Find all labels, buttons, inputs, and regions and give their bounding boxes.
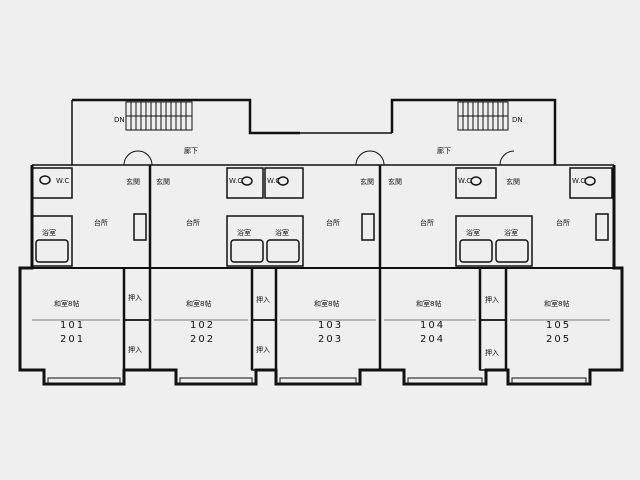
closet-label-4: 押入 <box>256 345 270 354</box>
corridor-label-right: 廊下 <box>437 146 451 155</box>
bottom-windows <box>47 377 587 384</box>
kitchen-label-4: 台所 <box>420 218 434 227</box>
unit-5-upper: 105 <box>546 320 571 331</box>
closets <box>123 267 507 371</box>
wc-label-2: W.C <box>229 177 242 185</box>
washitsu-label-4: 和室8帖 <box>416 299 441 308</box>
wc-label-4: W.C <box>458 177 471 185</box>
stair-right-dn-label: DN <box>512 116 523 124</box>
unit-3-upper: 103 <box>318 320 343 331</box>
closet-label-1: 押入 <box>128 293 142 302</box>
unit-1-upper: 101 <box>60 320 85 331</box>
wet-areas <box>31 167 613 267</box>
kitchen-label-1: 台所 <box>94 218 108 227</box>
wc-label-5: W.C <box>572 177 585 185</box>
corridor-label-left: 廊下 <box>184 146 198 155</box>
unit-3-lower: 203 <box>318 334 343 345</box>
unit-4-upper: 104 <box>420 320 445 331</box>
outer-walls <box>18 165 624 386</box>
bath-label-4: 浴室 <box>466 228 480 237</box>
bath-label-2: 浴室 <box>237 228 251 237</box>
entrance-label-2: 玄関 <box>156 177 170 186</box>
unit-2-lower: 202 <box>190 334 215 345</box>
closet-label-5: 押入 <box>485 295 499 304</box>
washitsu-label-2: 和室8帖 <box>186 299 211 308</box>
entrance-doors <box>123 150 515 166</box>
bath-label-1: 浴室 <box>42 228 56 237</box>
unit-4-lower: 204 <box>420 334 445 345</box>
closet-label-3: 押入 <box>256 295 270 304</box>
unit-1-lower: 201 <box>60 334 85 345</box>
stair-left-dn-label: DN <box>114 116 125 124</box>
stair-left <box>125 101 193 131</box>
washitsu-label-3: 和室8帖 <box>314 299 339 308</box>
closet-label-2: 押入 <box>128 345 142 354</box>
bath-label-3: 浴室 <box>275 228 289 237</box>
kitchen-label-3: 台所 <box>326 218 340 227</box>
washitsu-label-5: 和室8帖 <box>544 299 569 308</box>
unit-5-lower: 205 <box>546 334 571 345</box>
entrance-label-1: 玄関 <box>126 177 140 186</box>
bath-label-5: 浴室 <box>504 228 518 237</box>
closet-label-6: 押入 <box>485 348 499 357</box>
stair-right <box>457 101 509 131</box>
entrance-label-3: 玄関 <box>360 177 374 186</box>
corridor-structure <box>32 98 614 166</box>
wc-label-1: W.C <box>56 177 69 185</box>
washitsu-label-1: 和室8帖 <box>54 299 79 308</box>
entrance-label-4: 玄関 <box>388 177 402 186</box>
wc-label-3: W.C <box>267 177 280 185</box>
kitchen-label-5: 台所 <box>556 218 570 227</box>
kitchen-label-2: 台所 <box>186 218 200 227</box>
unit-2-upper: 102 <box>190 320 215 331</box>
entrance-label-5: 玄関 <box>506 177 520 186</box>
